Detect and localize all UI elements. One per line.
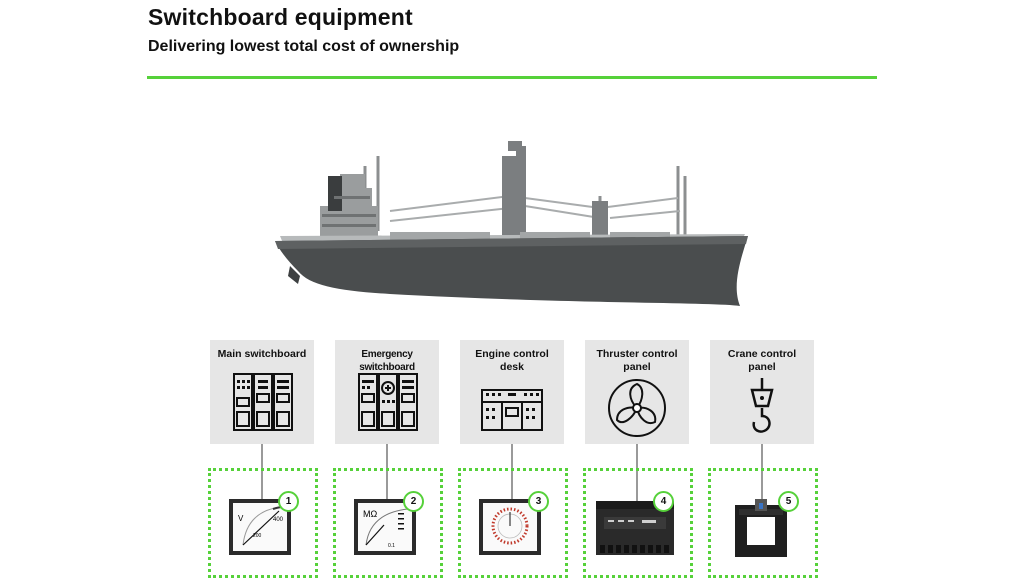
engine-control-desk-card: Engine control desk: [460, 340, 564, 444]
emergency-switchboard-label: Emergency switchboard: [359, 349, 415, 373]
cargo-ship-illustration: [275, 141, 748, 306]
title-divider: [147, 76, 877, 79]
crane-control-panel-label: Crane control panel: [727, 348, 797, 373]
connector-line: [511, 444, 513, 504]
voltmeter-mid-scale: 200: [253, 533, 262, 539]
megohmmeter-unit: MΩ: [363, 509, 377, 519]
item-number-badge: 2: [403, 491, 424, 512]
emergency-switchboard-card: Emergency switchboard: [335, 340, 439, 444]
item-number-badge: 1: [278, 491, 299, 512]
thruster-control-panel-card: Thruster control panel: [585, 340, 689, 444]
engine-control-desk-label: Engine control desk: [475, 348, 549, 373]
emergency-switchboard-icon: [358, 373, 418, 431]
page-subtitle: Delivering lowest total cost of ownershi…: [148, 38, 460, 55]
voltmeter-unit: V: [238, 514, 244, 523]
item-main-switchboard: Main switchboard: [208, 340, 318, 578]
main-switchboard-card: Main switchboard: [210, 340, 314, 444]
switchboard-icon: [233, 373, 293, 431]
item-number-badge: 3: [528, 491, 549, 512]
item-number-badge: 5: [778, 491, 799, 512]
current-transformer-device: [735, 499, 787, 557]
megohmmeter-device-box: MΩ 0.1 2: [333, 468, 443, 578]
propeller-icon: [608, 379, 666, 437]
item-number-badge: 4: [653, 491, 674, 512]
crane-hook-icon: [750, 378, 774, 433]
megohmmeter-scale: 0.1: [388, 543, 395, 549]
item-crane-control-panel: Crane control panel 5: [708, 340, 818, 578]
voltmeter-device-box: V 400 200 1: [208, 468, 318, 578]
item-emergency-switchboard: Emergency switchboard: [333, 340, 443, 578]
hour-counter-device-box: 3: [458, 468, 568, 578]
connector-line: [261, 444, 263, 504]
thruster-control-panel-label: Thruster control panel: [596, 348, 678, 373]
page-title: Switchboard equipment: [148, 4, 413, 30]
connector-line: [386, 444, 388, 504]
crane-control-panel-card: Crane control panel: [710, 340, 814, 444]
item-thruster-control-panel: Thruster control panel: [583, 340, 693, 578]
current-transformer-device-box: 5: [708, 468, 818, 578]
connector-line: [761, 444, 763, 504]
connector-line: [636, 444, 638, 504]
control-desk-icon: [481, 389, 543, 431]
monitoring-relay-device-box: 4: [583, 468, 693, 578]
main-switchboard-label: Main switchboard: [217, 348, 307, 360]
item-engine-control-desk: Engine control desk: [458, 340, 568, 578]
hour-counter-device: [479, 499, 541, 555]
voltmeter-max-scale: 400: [273, 517, 284, 523]
